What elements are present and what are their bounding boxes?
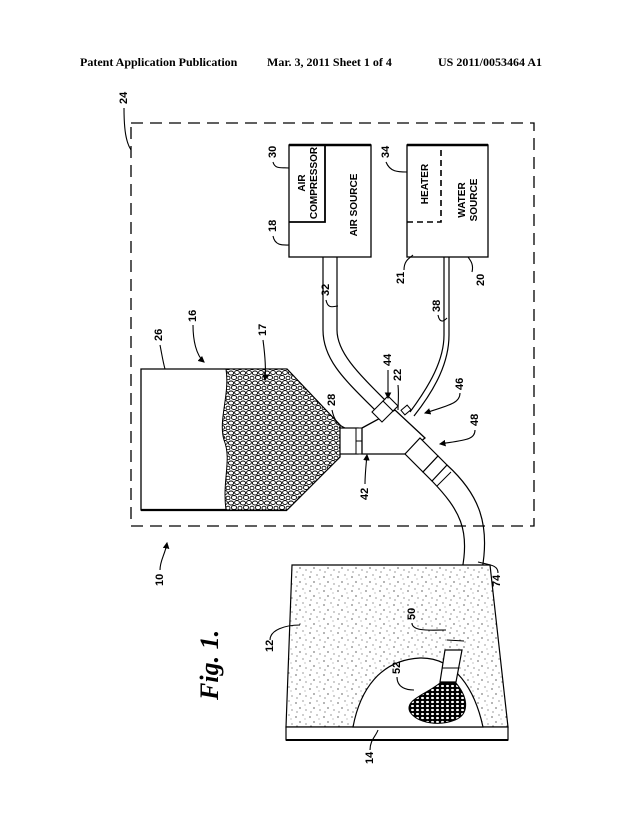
ref-48: 48 <box>469 414 481 426</box>
publication-number: US 2011/0053464 A1 <box>438 55 543 69</box>
surface-block <box>285 564 509 741</box>
water-source-label-2: SOURCE <box>469 178 480 221</box>
ref-44: 44 <box>382 353 394 366</box>
publication-type: Patent Application Publication <box>80 55 238 69</box>
ref-50: 50 <box>406 608 418 620</box>
spray <box>408 682 467 724</box>
nozzle <box>439 639 465 683</box>
ref-30: 30 <box>267 146 279 158</box>
ref-46: 46 <box>454 378 466 390</box>
air-compressor-label-2: COMPRESSOR <box>309 146 320 219</box>
air-compressor-label-1: AIR <box>297 174 308 192</box>
ref-16: 16 <box>187 310 199 322</box>
ref-20: 20 <box>475 274 487 286</box>
ref-74: 74 <box>491 574 503 587</box>
ref-18: 18 <box>267 220 279 232</box>
hopper-media <box>221 368 341 511</box>
ref-22: 22 <box>392 369 404 381</box>
air-line <box>322 257 376 411</box>
air-source-unit: AIR COMPRESSOR AIR SOURCE <box>288 143 372 258</box>
air-line-inner <box>336 257 386 401</box>
water-line-inner <box>413 257 450 417</box>
hopper-outlet <box>339 427 359 455</box>
enclosure-box <box>130 122 535 527</box>
reference-numerals <box>123 107 499 751</box>
publication-date-sheet: Mar. 3, 2011 Sheet 1 of 4 <box>267 55 392 69</box>
numeral-labels: 24 30 18 34 21 20 32 38 16 17 26 28 44 2… <box>118 91 503 764</box>
ref-10: 10 <box>154 574 166 586</box>
water-source-label-1: WATER <box>457 182 468 218</box>
water-source-unit: HEATER WATER SOURCE <box>406 143 489 258</box>
ref-26: 26 <box>153 329 165 341</box>
ref-21: 21 <box>395 272 407 284</box>
ref-17: 17 <box>257 324 269 336</box>
heater-label: HEATER <box>420 163 431 204</box>
ref-42: 42 <box>359 488 371 500</box>
hose-band <box>436 471 452 487</box>
mixing-chamber <box>361 395 448 482</box>
ref-28: 28 <box>326 394 338 406</box>
ref-52: 52 <box>391 662 403 674</box>
water-line <box>409 257 445 413</box>
ref-14: 14 <box>364 751 376 764</box>
ref-38: 38 <box>431 300 443 312</box>
ref-34: 34 <box>380 145 392 158</box>
ref-24: 24 <box>118 91 130 104</box>
ref-12: 12 <box>264 640 276 652</box>
figure-caption: Fig. 1. <box>195 630 224 701</box>
ref-32: 32 <box>320 284 332 296</box>
air-source-label: AIR SOURCE <box>349 173 360 236</box>
hopper <box>140 368 363 512</box>
page-header: Patent Application Publication Mar. 3, 2… <box>0 55 640 75</box>
